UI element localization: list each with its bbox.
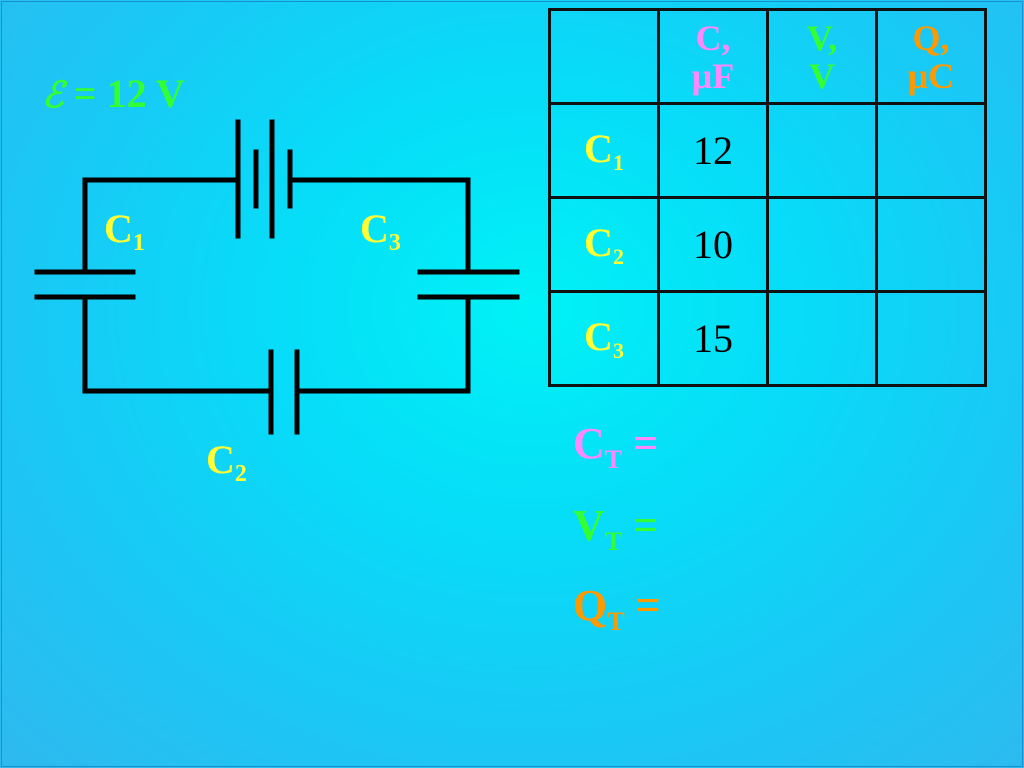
emf-value: = 12 V [73,71,185,116]
emf-symbol: ℰ [42,74,64,116]
table-corner-cell [548,8,660,105]
cell-c3-charge [875,290,987,387]
cell-c1-capacitance: 12 [657,102,769,199]
cell-c1-charge [875,102,987,199]
row-label-c1: C1 [548,102,660,199]
capacitor-table: C,μF V,V Q,μC C1 12 C2 10 C3 15 [548,8,987,387]
table-row: C1 12 [548,102,987,199]
cell-c3-voltage [766,290,878,387]
total-voltage: VT = [573,501,659,556]
total-capacitance: CT = [573,419,659,474]
c1-label: C1 [104,206,145,256]
cell-c2-charge [875,196,987,293]
total-charge: QT = [573,581,661,636]
cell-c2-voltage [766,196,878,293]
c2-label: C2 [206,437,247,487]
emf-label: ℰ = 12 V [42,70,185,117]
header-capacitance: C,μF [657,8,769,105]
header-charge: Q,μC [875,8,987,105]
table-row: C2 10 [548,196,987,293]
cell-c2-capacitance: 10 [657,196,769,293]
table-row: C3 15 [548,290,987,387]
cell-c1-voltage [766,102,878,199]
c3-label: C3 [360,206,401,256]
row-label-c2: C2 [548,196,660,293]
row-label-c3: C3 [548,290,660,387]
cell-c3-capacitance: 15 [657,290,769,387]
header-voltage: V,V [766,8,878,105]
table-header-row: C,μF V,V Q,μC [548,8,987,105]
